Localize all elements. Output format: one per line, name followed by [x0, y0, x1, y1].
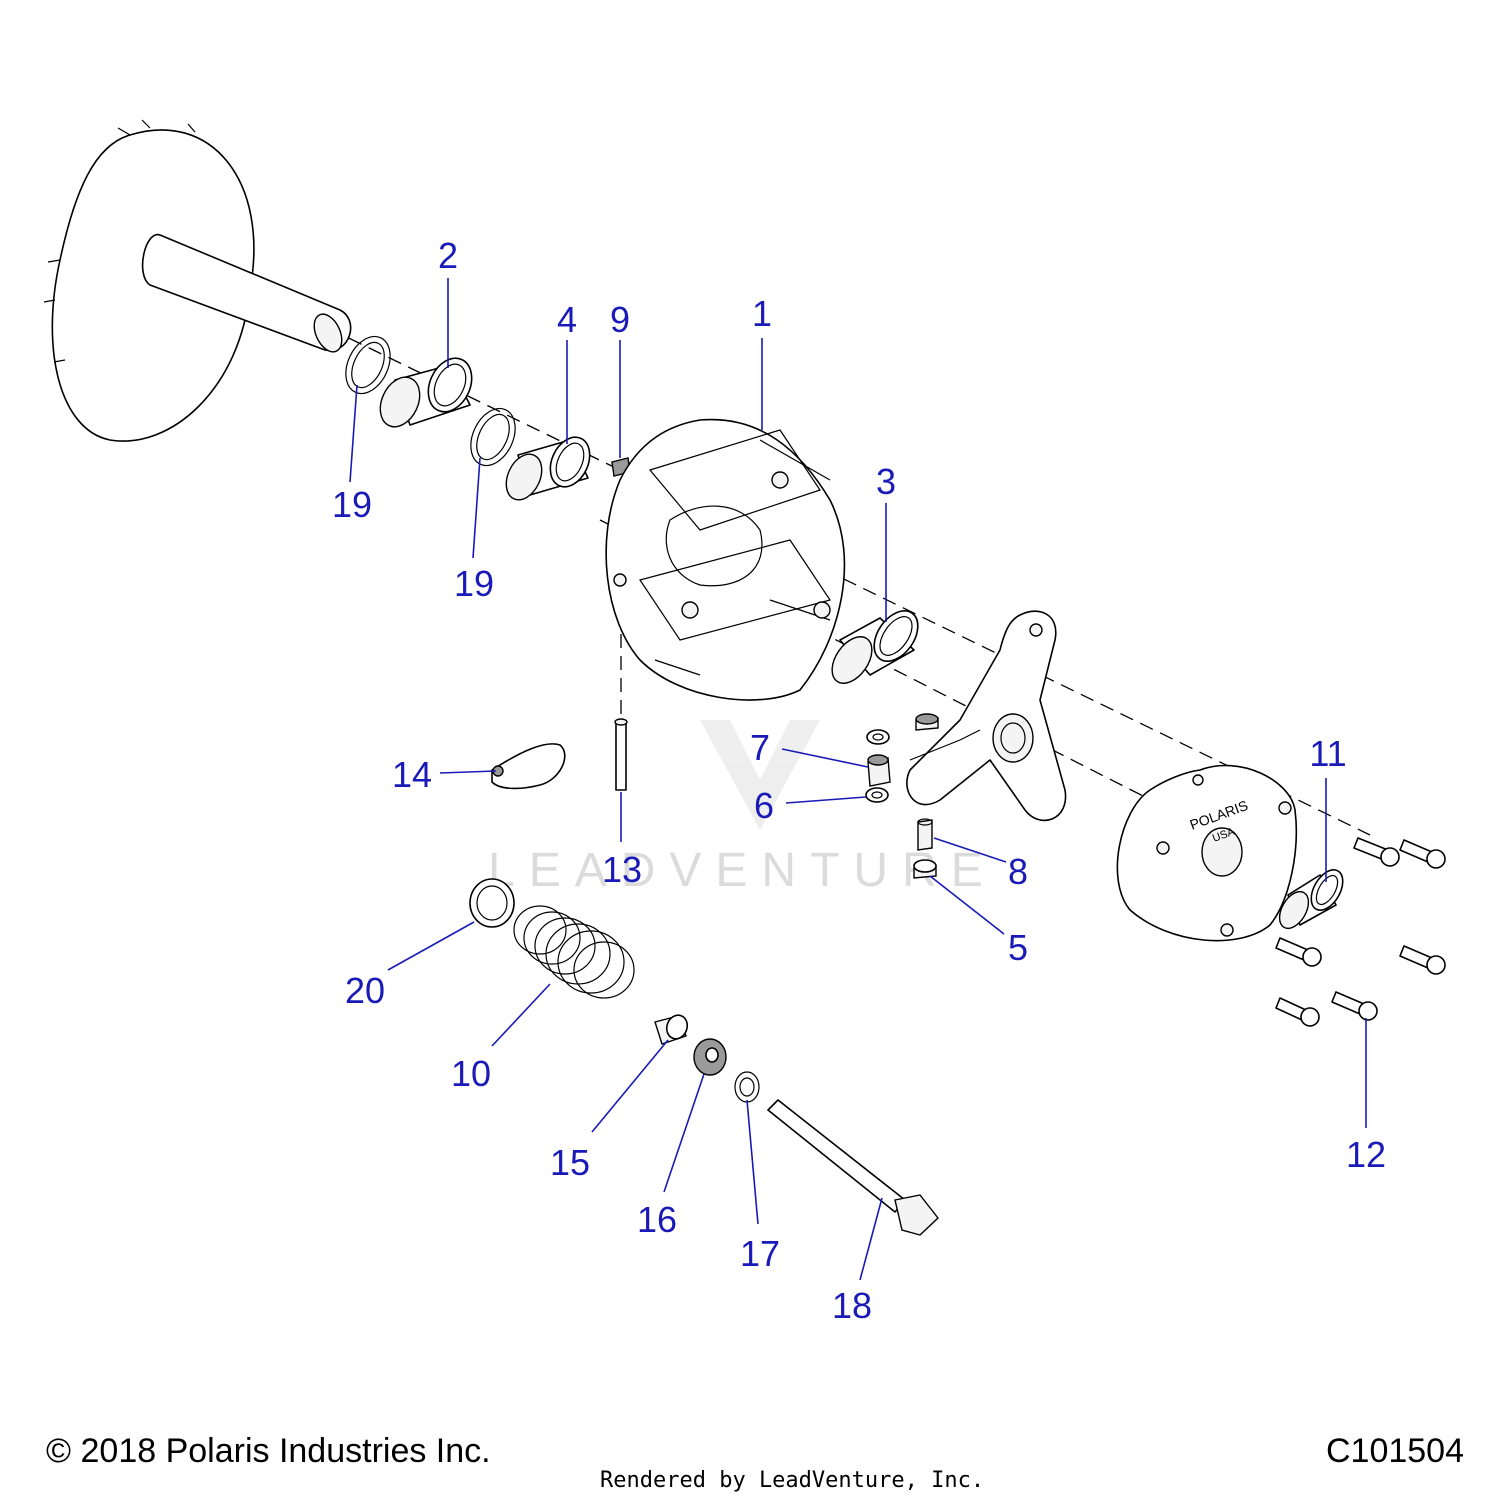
leader-18 — [859, 1197, 883, 1281]
callout-labels: 1 2 3 4 5 6 7 8 9 10 11 12 13 14 15 16 1… — [332, 235, 1386, 1326]
callout-1: 1 — [752, 293, 772, 334]
callout-15: 15 — [550, 1142, 590, 1183]
part-19-snap-ring-a — [345, 335, 391, 395]
part-4-bushing — [505, 436, 591, 501]
spider — [906, 610, 1067, 822]
callout-19a: 19 — [332, 484, 372, 525]
part-15-spacer — [654, 1014, 689, 1045]
leader-14 — [439, 770, 497, 774]
callout-2: 2 — [438, 235, 458, 276]
leader-16 — [663, 1073, 705, 1193]
callout-11: 11 — [1309, 733, 1346, 774]
callout-12: 12 — [1346, 1134, 1386, 1175]
part-6-washer-top — [866, 729, 890, 745]
callout-6: 6 — [754, 785, 774, 826]
rendered-by-credit: Rendered by LeadVenture, Inc. — [600, 1468, 985, 1493]
leader-10 — [491, 983, 551, 1047]
part-12-bolts — [1275, 837, 1446, 1027]
callout-17: 17 — [740, 1233, 780, 1274]
leader-7 — [781, 748, 869, 768]
callout-3: 3 — [876, 461, 896, 502]
figure-code: C101504 — [1325, 1432, 1464, 1470]
leader-17 — [746, 1099, 759, 1225]
callout-9: 9 — [610, 299, 630, 340]
part-5-button-top — [915, 713, 939, 731]
sheave-with-shaft — [43, 119, 352, 442]
watermark-text: LEADVENTURE — [488, 844, 997, 897]
leader-8 — [933, 837, 1007, 863]
part-16-washer — [693, 1038, 727, 1076]
bolt-a — [1353, 837, 1400, 867]
callout-14: 14 — [392, 754, 432, 795]
watermark-logo — [700, 720, 820, 830]
leader-6 — [785, 796, 867, 804]
part-17-lock-washer — [734, 1071, 760, 1103]
bolt-c — [1275, 937, 1322, 967]
part-11-bushing — [1278, 869, 1344, 930]
part-7-roller — [867, 754, 891, 787]
bolt-b — [1399, 839, 1446, 869]
copyright-notice: © 2018 Polaris Industries Inc. — [46, 1432, 491, 1470]
part-13-screw — [614, 718, 628, 791]
part-3-bushing — [831, 610, 919, 684]
leader-15 — [591, 1039, 669, 1133]
part-20-washer — [469, 878, 515, 928]
cover-plate: POLARIS USA — [1116, 764, 1298, 942]
callout-5: 5 — [1008, 927, 1028, 968]
leader-lines — [349, 278, 1367, 1281]
callout-4: 4 — [557, 299, 577, 340]
callout-19b: 19 — [454, 563, 494, 604]
part-2-bushing — [379, 357, 473, 428]
part-8-pin — [917, 818, 933, 851]
bolt-d — [1399, 945, 1446, 975]
part-14-weight — [491, 743, 566, 790]
part-6-washer — [865, 787, 889, 803]
callout-10: 10 — [451, 1053, 491, 1094]
part-10-spring — [513, 905, 635, 999]
part-5-button — [913, 859, 937, 879]
bolt-f — [1331, 991, 1378, 1021]
callout-13: 13 — [602, 849, 642, 890]
leader-20 — [387, 921, 475, 971]
callout-20: 20 — [345, 970, 385, 1011]
callout-18: 18 — [832, 1285, 872, 1326]
callout-16: 16 — [637, 1199, 677, 1240]
part-18-bolt — [767, 1099, 939, 1236]
leader-5 — [929, 875, 1005, 935]
leader-19b — [472, 457, 481, 559]
callout-7: 7 — [750, 727, 770, 768]
bolt-e — [1275, 997, 1320, 1027]
callout-8: 8 — [1008, 851, 1028, 892]
leader-19a — [349, 384, 358, 483]
watermark: LEADVENTURE — [488, 720, 997, 897]
part-1-moveable-sheave — [605, 418, 846, 701]
